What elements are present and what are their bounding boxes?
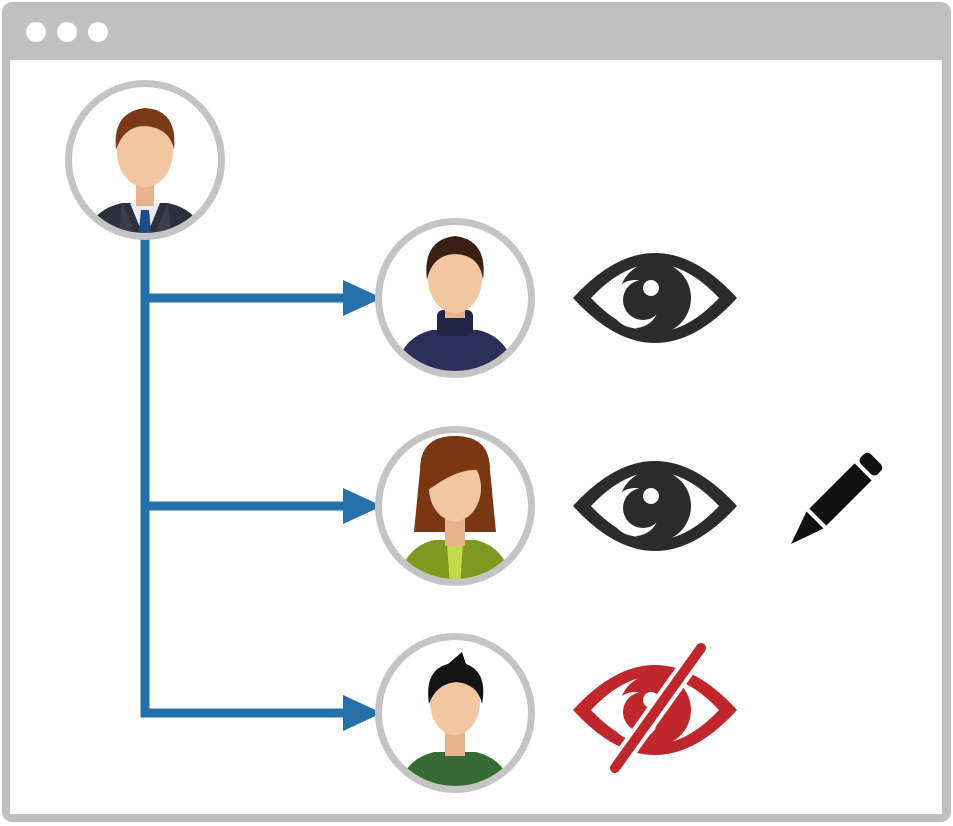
arrowhead-icon — [343, 488, 382, 524]
user-avatar-2[interactable] — [375, 426, 535, 586]
eye-icon — [573, 461, 737, 551]
user-avatar-3[interactable] — [375, 633, 535, 793]
permission-tree-connectors — [140, 220, 350, 718]
window-control-dot[interactable] — [88, 22, 108, 42]
arrowhead-icon — [343, 695, 382, 731]
eye-slash-icon — [573, 639, 737, 777]
eye-icon — [573, 253, 737, 343]
arrowhead-icon — [343, 280, 382, 316]
branch-arrowheads — [343, 280, 382, 731]
window-control-dot[interactable] — [26, 22, 46, 42]
window-controls[interactable] — [26, 22, 108, 42]
pencil-icon — [790, 452, 883, 545]
user-avatar-1[interactable] — [375, 218, 535, 378]
owner-avatar[interactable] — [65, 80, 225, 240]
window-control-dot[interactable] — [57, 22, 77, 42]
